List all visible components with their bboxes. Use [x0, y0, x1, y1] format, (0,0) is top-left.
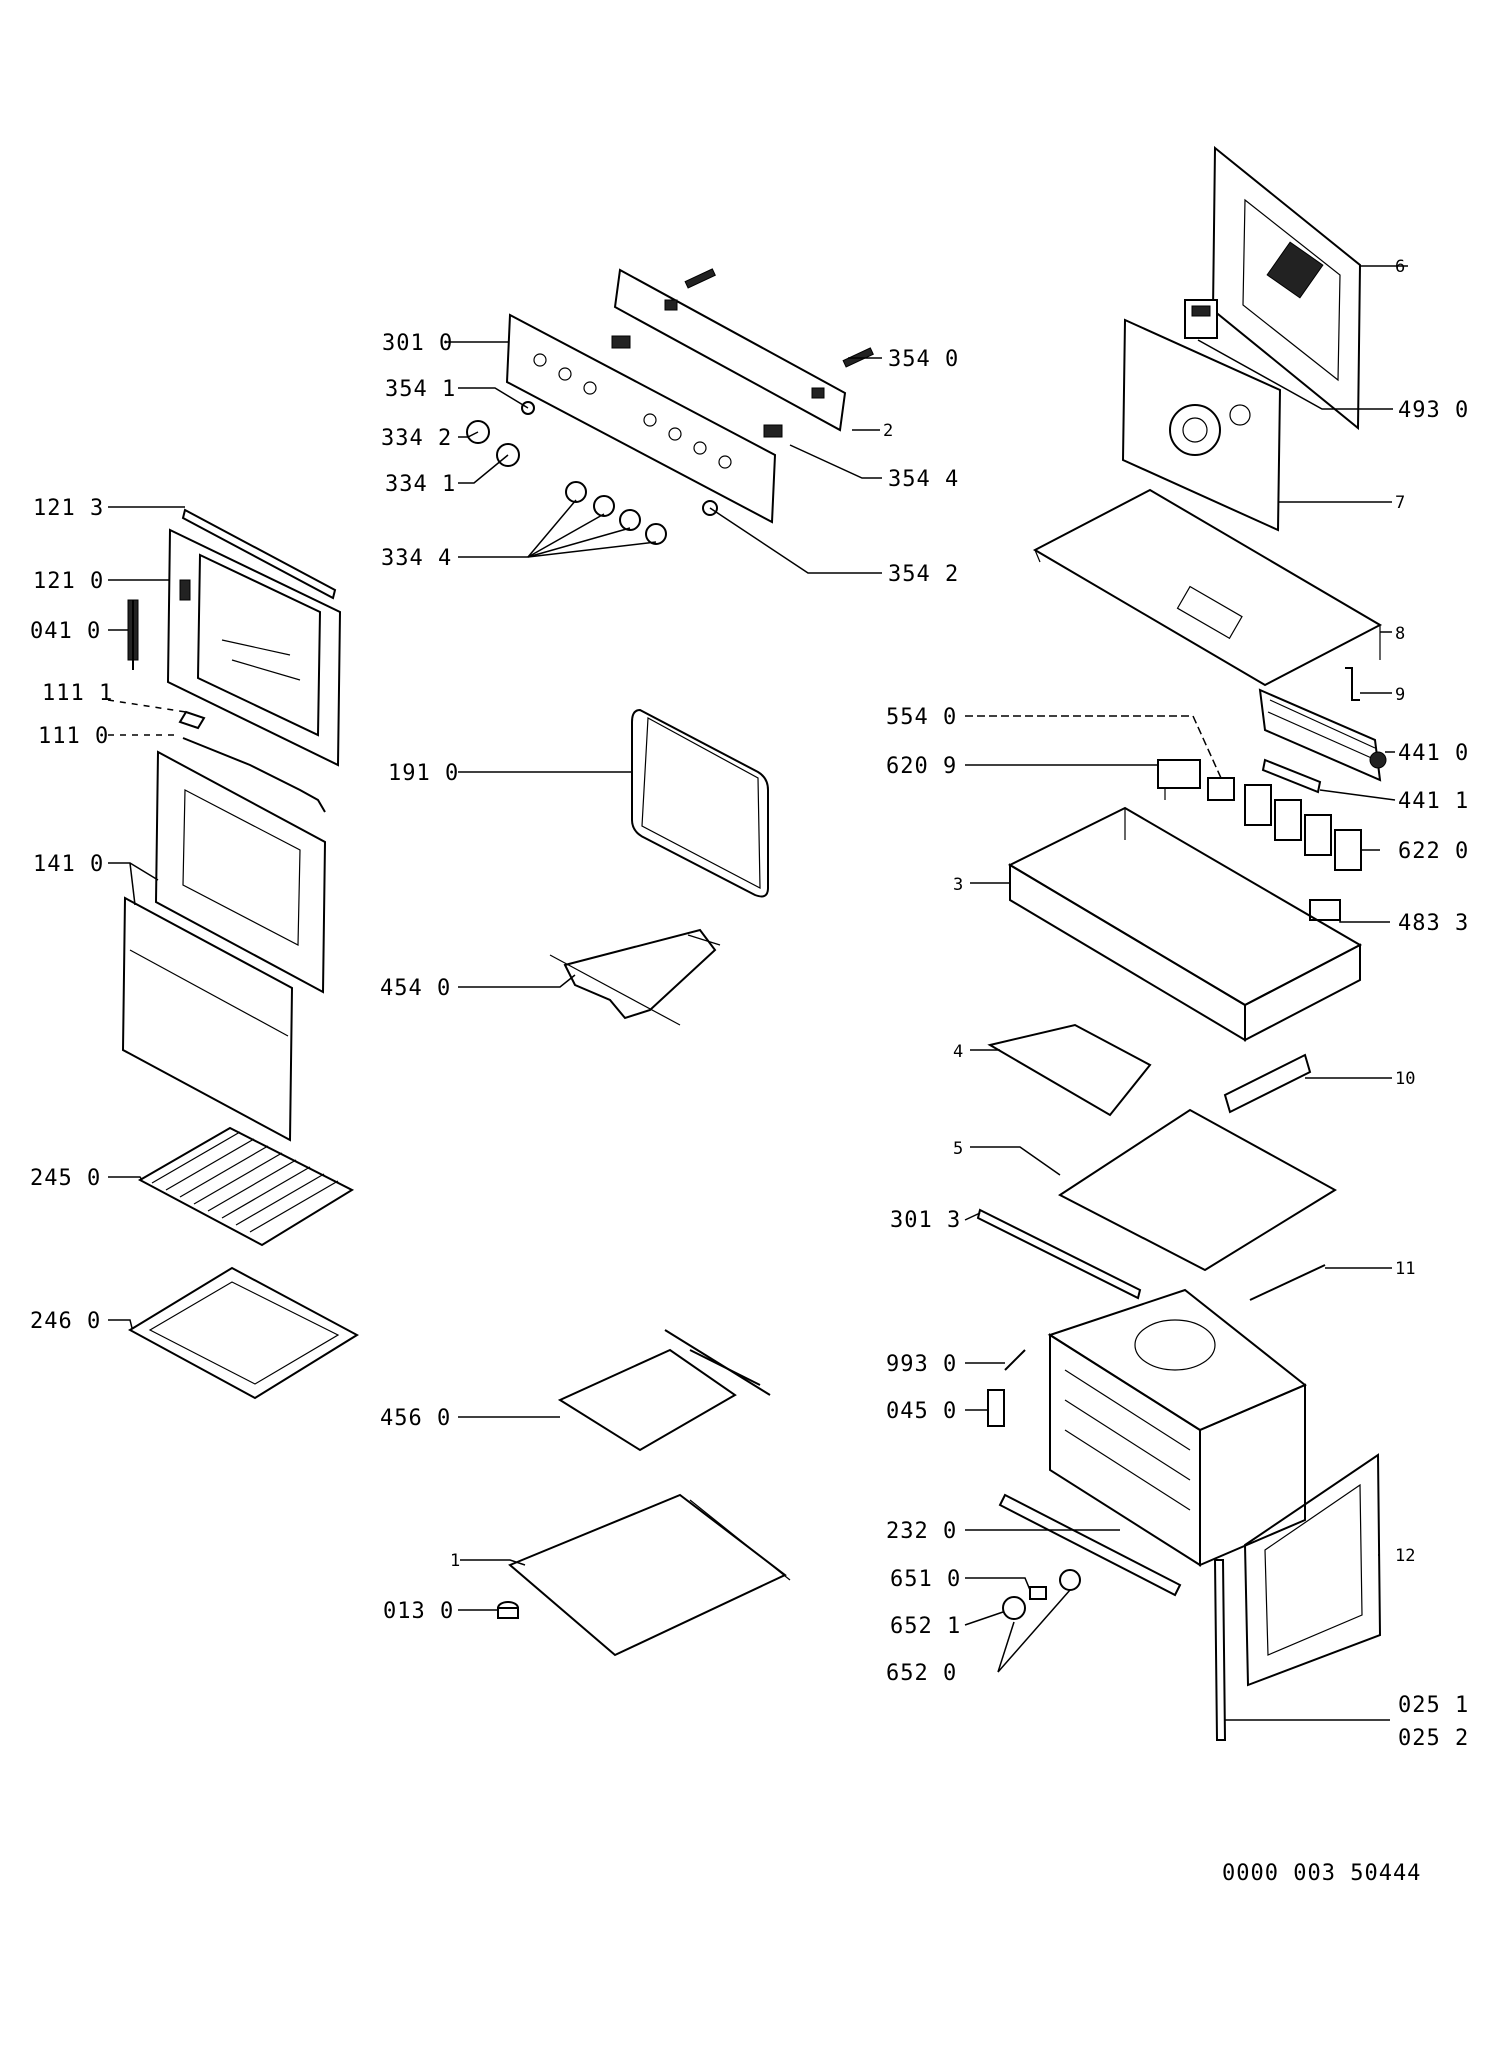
label-622-0: 622 0 — [1398, 839, 1469, 864]
label-441-1: 441 1 — [1398, 789, 1469, 814]
control-knobs — [466, 401, 718, 545]
label-141-0: 141 0 — [33, 852, 104, 877]
label-245-0: 245 0 — [30, 1166, 101, 1191]
label-334-1: 334 1 — [385, 472, 456, 497]
control-panel-bracket — [613, 268, 847, 432]
deflector-strip — [1223, 1053, 1312, 1114]
door-seal — [631, 708, 769, 898]
ref-11: 11 — [1395, 1259, 1415, 1279]
oven-cavity — [1047, 1288, 1307, 1567]
ref-9: 9 — [1395, 685, 1405, 705]
top-cover — [1032, 488, 1383, 687]
label-121-3: 121 3 — [33, 496, 104, 521]
thermal-cutout — [1207, 777, 1235, 801]
hinge-bracket-small — [178, 710, 206, 730]
label-652-0: 652 0 — [886, 1661, 957, 1686]
rear-panel — [1211, 145, 1362, 431]
ref-3: 3 — [953, 875, 963, 895]
label-354-0: 354 0 — [888, 347, 959, 372]
label-483-3: 483 3 — [1398, 911, 1469, 936]
seal-strip — [1249, 1264, 1326, 1301]
insulation-tray — [1058, 1108, 1337, 1272]
label-111-1: 111 1 — [42, 681, 113, 706]
thermostat-block — [1184, 299, 1218, 339]
cooling-fan — [1258, 688, 1387, 782]
door-trim-strip — [181, 508, 337, 600]
spindle-parts — [611, 268, 874, 438]
grill-element — [549, 928, 721, 1026]
ref-4: 4 — [953, 1042, 963, 1062]
selector-switch — [1157, 759, 1201, 800]
part-labels: 301 0 354 0 354 1 334 2 334 1 354 4 334 … — [30, 331, 1469, 1751]
label-554-0: 554 0 — [886, 705, 957, 730]
wire-rack — [137, 1126, 355, 1247]
label-232-0: 232 0 — [886, 1519, 957, 1544]
label-191-0: 191 0 — [388, 761, 459, 786]
leader-lines — [107, 265, 1408, 1721]
baking-tray — [127, 1266, 360, 1400]
energy-regulators — [1244, 784, 1362, 871]
label-993-0: 993 0 — [886, 1352, 957, 1377]
ref-5: 5 — [953, 1139, 963, 1159]
label-620-9: 620 9 — [886, 754, 957, 779]
reference-numbers: 1 2 3 4 5 6 7 8 9 10 11 12 — [450, 257, 1415, 1571]
ref-8: 8 — [1395, 624, 1405, 644]
label-651-0: 651 0 — [890, 1567, 961, 1592]
label-354-4: 354 4 — [888, 467, 959, 492]
lamp-parts — [1002, 1569, 1081, 1620]
label-025-2: 025 2 — [1398, 1726, 1469, 1751]
label-025-1: 025 1 — [1398, 1693, 1469, 1718]
inner-door-glass — [154, 750, 327, 994]
small-clip — [1345, 667, 1360, 701]
hinge-rod — [182, 737, 326, 813]
side-runner — [976, 1208, 1142, 1300]
oven-foot — [497, 1601, 519, 1619]
oven-door-frame — [166, 528, 342, 767]
terminal-strip — [1261, 758, 1322, 794]
side-door-frame — [1243, 1453, 1382, 1687]
front-bar — [998, 1493, 1182, 1597]
fan-cover-panel — [1121, 318, 1282, 532]
ref-1: 1 — [450, 1551, 460, 1571]
screw — [1004, 1349, 1026, 1371]
vertical-strip — [1213, 1559, 1227, 1741]
door-hinge — [127, 599, 139, 670]
label-354-1: 354 1 — [385, 377, 456, 402]
control-housing — [1007, 806, 1363, 1042]
outer-door-glass — [121, 896, 294, 1142]
label-454-0: 454 0 — [380, 976, 451, 1001]
lamp-holder — [987, 1389, 1005, 1427]
label-354-2: 354 2 — [888, 562, 959, 587]
label-652-1: 652 1 — [890, 1614, 961, 1639]
label-301-3: 301 3 — [890, 1208, 961, 1233]
label-246-0: 246 0 — [30, 1309, 101, 1334]
label-334-2: 334 2 — [381, 426, 452, 451]
ref-12: 12 — [1395, 1546, 1415, 1566]
ref-2: 2 — [883, 421, 893, 441]
label-013-0: 013 0 — [383, 1599, 454, 1624]
ref-6: 6 — [1395, 257, 1405, 277]
lower-element — [557, 1329, 771, 1452]
label-493-0: 493 0 — [1398, 398, 1469, 423]
label-456-0: 456 0 — [380, 1406, 451, 1431]
label-041-0: 041 0 — [30, 619, 101, 644]
label-334-4: 334 4 — [381, 546, 452, 571]
label-301-0: 301 0 — [382, 331, 453, 356]
terminal-block — [1309, 899, 1341, 921]
label-121-0: 121 0 — [33, 569, 104, 594]
oven-base-plate — [508, 1493, 791, 1657]
label-045-0: 045 0 — [886, 1399, 957, 1424]
document-id: 0000 003 50444 — [1222, 1861, 1421, 1886]
ref-7: 7 — [1395, 493, 1405, 513]
air-duct — [987, 1023, 1152, 1117]
label-111-0: 111 0 — [38, 724, 109, 749]
ref-10: 10 — [1395, 1069, 1415, 1089]
label-441-0: 441 0 — [1398, 741, 1469, 766]
control-panel-fascia — [505, 313, 777, 524]
